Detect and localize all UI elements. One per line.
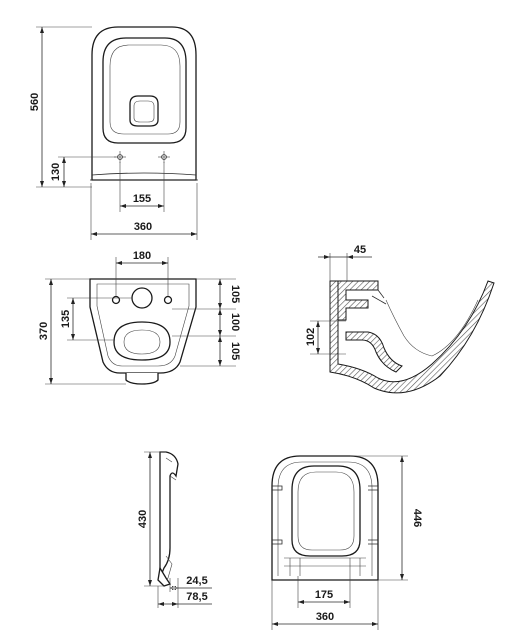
dim-370-label: 370 xyxy=(38,322,50,340)
dim-360-top-label: 360 xyxy=(134,221,152,233)
seat-view: 446 175 360 xyxy=(271,455,423,630)
dim-78-5-label: 78,5 xyxy=(186,591,207,603)
dim-180: 180 xyxy=(115,250,169,296)
dim-360-seat-label: 360 xyxy=(316,611,334,623)
top-view-bolt-right xyxy=(158,151,170,163)
dim-430-label: 430 xyxy=(137,510,149,528)
dim-446: 446 xyxy=(350,455,423,581)
dim-370: 370 xyxy=(38,278,126,385)
dim-155: 155 xyxy=(119,162,165,212)
dim-175-label: 175 xyxy=(315,589,333,601)
dim-100-label: 100 xyxy=(229,313,241,331)
front-view-hole-right xyxy=(163,295,173,305)
dim-130: 130 xyxy=(50,156,116,187)
side-view: 430 24,5 78,5 xyxy=(137,451,212,608)
section-view-body xyxy=(329,280,495,394)
dim-102: 102 xyxy=(305,320,346,355)
dim-78-5: 78,5 xyxy=(157,586,212,608)
front-view-hole-left xyxy=(111,295,121,305)
dim-360-seat: 360 xyxy=(271,580,379,630)
dim-135-label: 135 xyxy=(60,310,72,328)
top-view-bowl-opening xyxy=(102,37,187,144)
top-view: 560 130 155 360 xyxy=(29,26,198,240)
dim-102-label: 102 xyxy=(305,328,317,346)
dim-45: 45 xyxy=(318,244,372,281)
dim-360-top: 360 xyxy=(90,183,198,240)
dim-45-label: 45 xyxy=(354,244,366,256)
dim-560: 560 xyxy=(29,26,92,188)
dim-130-label: 130 xyxy=(50,163,62,181)
section-view: 45 102 xyxy=(305,244,495,394)
dim-135: 135 xyxy=(60,297,132,341)
dim-chain-right: 105 100 105 xyxy=(172,278,241,367)
dim-105-bottom-label: 105 xyxy=(229,342,241,360)
dim-24-5-label: 24,5 xyxy=(186,575,207,587)
dim-24-5: 24,5 xyxy=(169,575,212,592)
front-view-inlet xyxy=(131,287,153,309)
dim-175: 175 xyxy=(297,576,351,608)
seat-view-opening xyxy=(291,465,361,557)
dim-446-label: 446 xyxy=(411,509,423,527)
dim-430: 430 xyxy=(137,451,166,587)
side-view-seat xyxy=(159,451,179,579)
front-view: 180 370 135 105 100 105 xyxy=(38,250,241,385)
dim-105-top-label: 105 xyxy=(229,285,241,303)
dim-155-label: 155 xyxy=(133,193,151,205)
dim-560-label: 560 xyxy=(29,93,41,111)
dim-180-label: 180 xyxy=(133,250,151,262)
